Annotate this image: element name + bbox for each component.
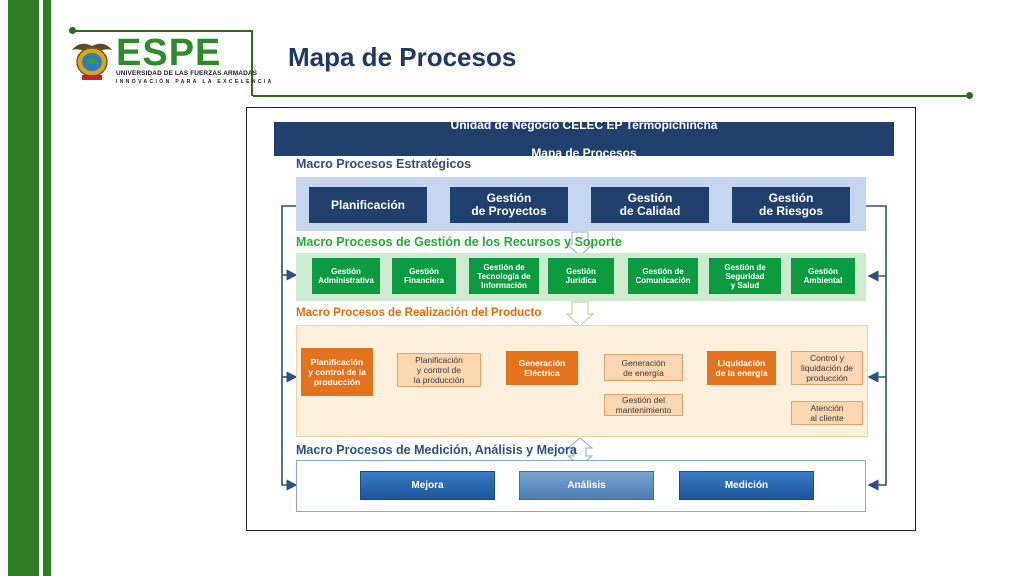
title-underline	[253, 95, 969, 97]
support-item-juridica: Gestión Jurídica	[548, 258, 614, 294]
strategic-section-heading: Macro Procesos Estratégicos	[296, 157, 472, 171]
strategic-item-calidad: Gestión de Calidad	[591, 187, 709, 223]
frame-dot-left	[69, 27, 76, 34]
strategic-item-planificacion: Planificación	[309, 187, 427, 223]
logo-frame	[72, 30, 253, 96]
support-item-tecnologia: Gestión de Tecnología de Información	[469, 258, 539, 294]
diagram-header: Unidad de Negocio CELEC EP Termopichinch…	[274, 118, 894, 160]
production-item-control-liquidacion: Control y liquidación de producción	[791, 351, 863, 385]
measurement-item-analisis: Análisis	[519, 471, 654, 500]
production-strip	[296, 325, 868, 437]
production-item-generacion-energia: Generación de energía	[604, 354, 683, 381]
production-item-atencion-cliente: Atención al cliente	[791, 401, 863, 425]
production-item-planificacion-control-2: Planificación y control de la producción	[397, 353, 481, 387]
brand-name: ESPE	[116, 32, 222, 74]
frame-dot-right	[966, 92, 973, 99]
support-item-administrativa: Gestión Administrativa	[312, 258, 380, 294]
diagram-header-title: Unidad de Negocio CELEC EP Termopichinch…	[450, 118, 718, 132]
left-accent-stripe	[43, 0, 51, 576]
strategic-item-riesgos: Gestión de Riesgos	[732, 187, 850, 223]
measurement-section-heading: Macro Procesos de Medición, Análisis y M…	[296, 443, 577, 457]
left-accent-bar	[8, 0, 39, 576]
support-item-seguridad: Gestión de Seguridad y Salud	[709, 258, 781, 294]
support-section-heading: Macro Procesos de Gestión de los Recurso…	[296, 235, 622, 249]
support-item-financiera: Gestión Financiera	[392, 258, 456, 294]
university-motto: INNOVACIÓN PARA LA EXCELENCIA	[116, 79, 274, 85]
production-item-generacion-electrica: Generación Eléctrica	[506, 351, 578, 385]
production-item-mantenimiento: Gestión del mantenimiento	[604, 394, 683, 416]
production-item-planificacion-control: Planificación y control de la producción	[301, 348, 373, 396]
support-item-comunicacion: Gestión de Comunicación	[628, 258, 698, 294]
production-section-heading: Macro Procesos de Realización del Produc…	[296, 307, 542, 319]
support-item-ambiental: Gestión Ambiental	[791, 258, 855, 294]
production-item-liquidacion: Liquidación de la energía	[707, 351, 776, 385]
measurement-item-mejora: Mejora	[360, 471, 495, 500]
strategic-item-proyectos: Gestión de Proyectos	[450, 187, 568, 223]
diagram-header-subtitle: Mapa de Procesos	[531, 146, 637, 160]
measurement-item-medicion: Medición	[679, 471, 814, 500]
slide-title: Mapa de Procesos	[288, 42, 517, 72]
university-name: UNIVERSIDAD DE LAS FUERZAS ARMADAS	[116, 70, 258, 77]
espe-crest-icon	[70, 36, 114, 84]
